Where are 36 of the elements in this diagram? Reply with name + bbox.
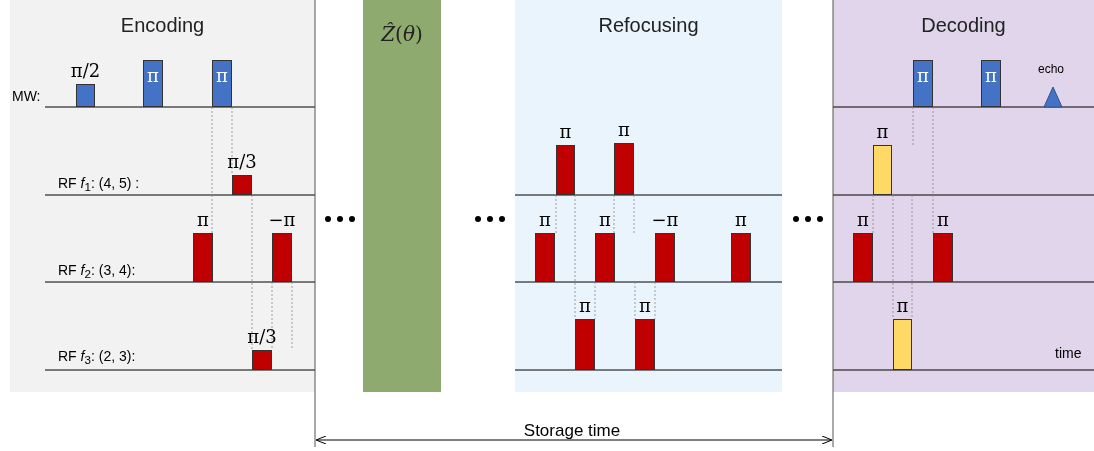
dimension-label: Storage time (523, 421, 621, 441)
pulse-label: π/3 (227, 153, 257, 171)
pulse-label: π (735, 211, 747, 229)
pulse-label: π (639, 297, 651, 315)
pulse-label: π (937, 211, 949, 229)
row-label: RF f$_{2}$: (3, 4): (58, 262, 136, 282)
pulse-label: π/2 (70, 62, 101, 80)
panel-background (515, 0, 782, 392)
panel-background (10, 0, 315, 392)
pulse-label: π (857, 211, 869, 229)
row-label: RF f$_{3}$: (2, 3): (58, 348, 136, 368)
row-label: MW: (12, 89, 41, 105)
pulse-label: π (197, 211, 209, 229)
pulse-label: π (216, 67, 228, 85)
panel-background (833, 0, 1094, 392)
pulse-label: π (599, 211, 611, 229)
panel-title: Encoding (119, 14, 206, 37)
pulse-label: π (985, 67, 997, 85)
pulse-label: π/3 (247, 328, 277, 346)
pulse-label: π (579, 297, 591, 315)
pulse-label: −π (651, 211, 679, 229)
pulse-label: π (896, 297, 909, 315)
panel-title: Refocusing (597, 14, 700, 37)
pulse-label: −π (268, 211, 296, 229)
axis-label: time (1055, 346, 1082, 362)
pulse-label: π (917, 67, 929, 85)
panel-background (363, 0, 441, 392)
row-label: RF f$_{1}$: (4, 5) : (58, 175, 140, 195)
panel-title: Ẑ(θ) (380, 22, 424, 46)
panel-title: Decoding (920, 14, 1007, 37)
pulse-label: π (876, 123, 889, 141)
echo-label: echo (1038, 63, 1065, 77)
pulse-label: π (147, 67, 159, 85)
pulse-label: π (539, 211, 551, 229)
pulse-label: π (559, 123, 572, 141)
pulse-label: π (618, 121, 630, 139)
